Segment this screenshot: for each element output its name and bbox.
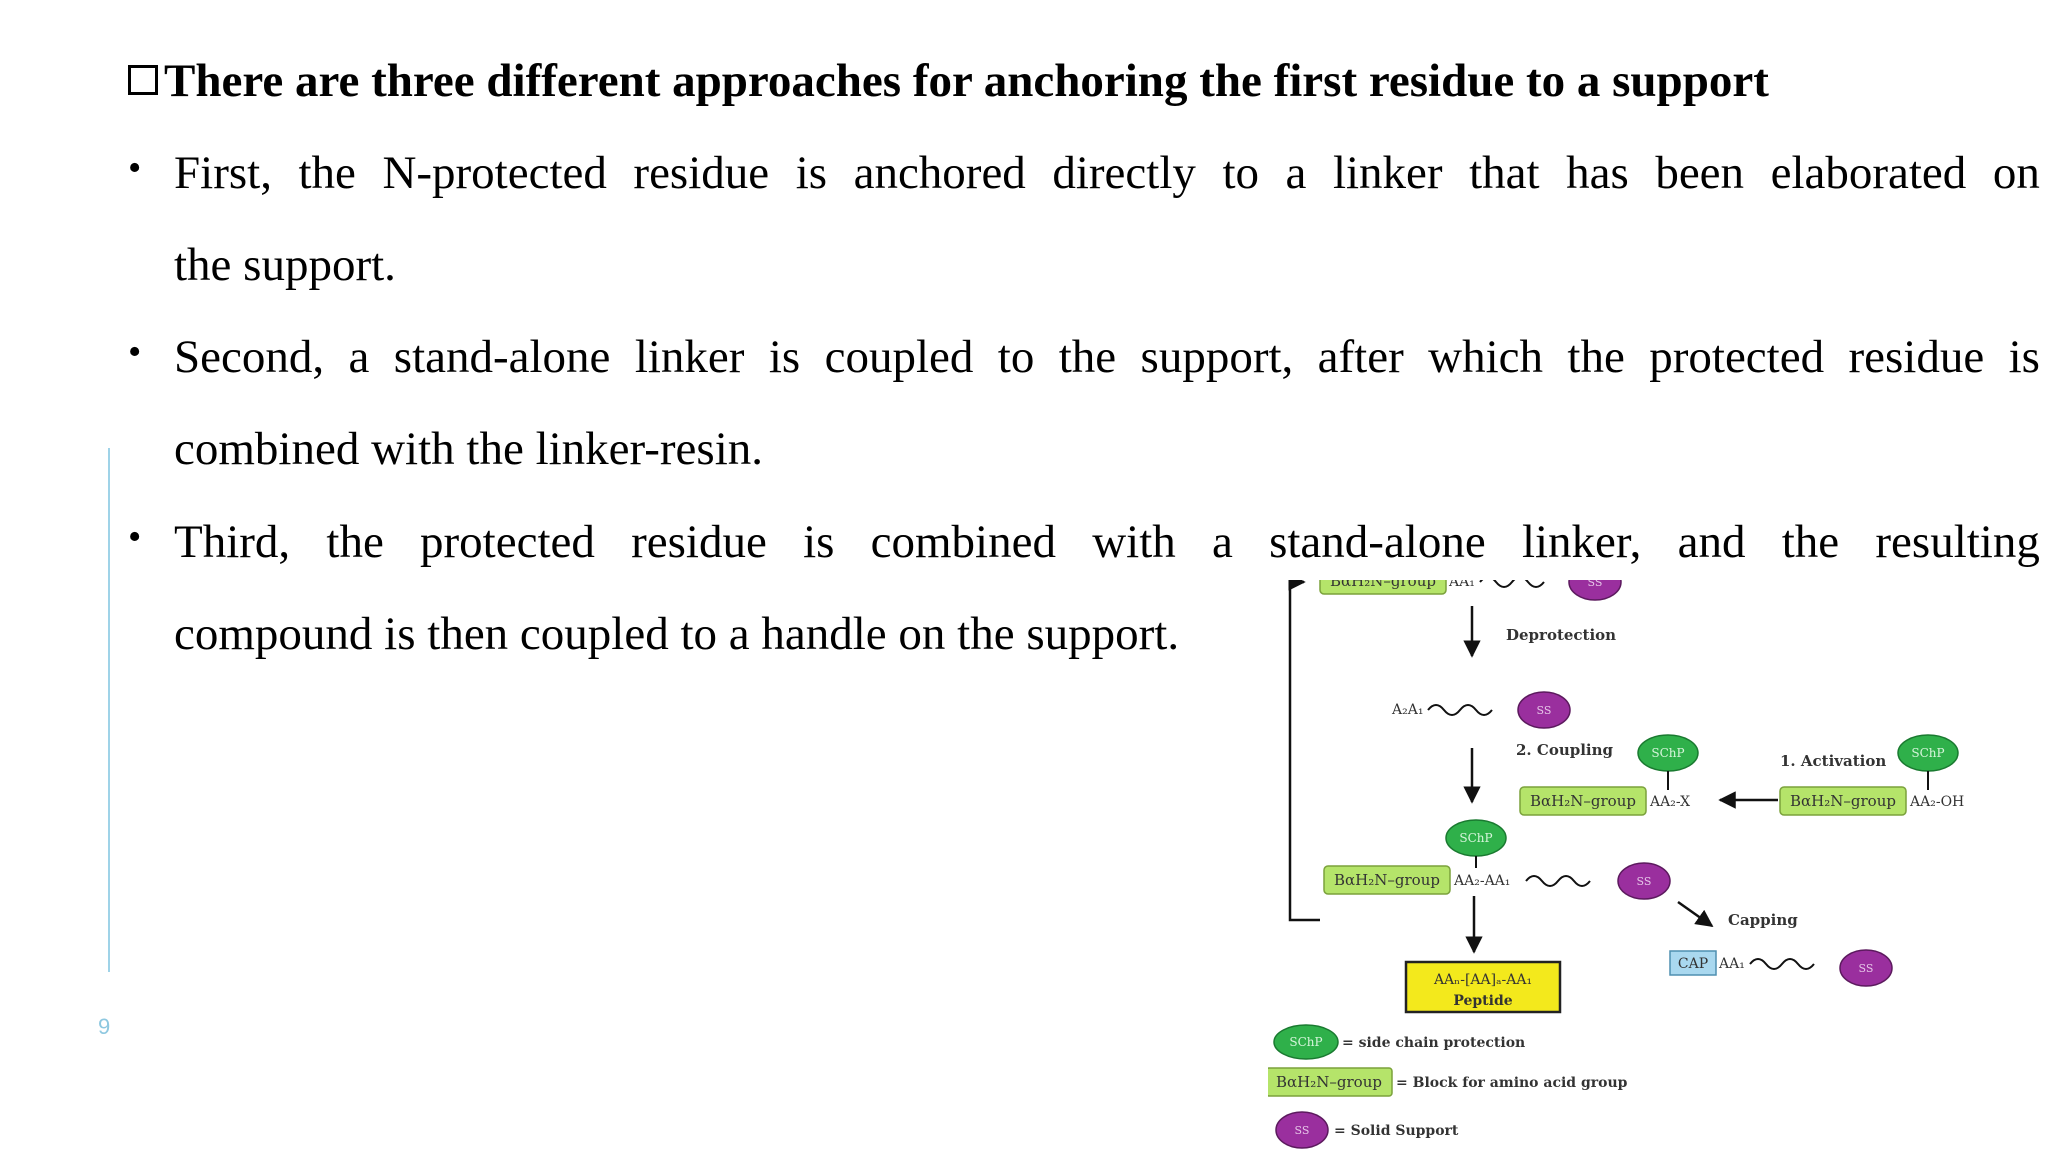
bullet-word: on xyxy=(1992,147,2040,199)
bullet-word: after xyxy=(1317,331,1404,383)
bullet-word: linker xyxy=(634,331,745,383)
bullet-word: the xyxy=(326,516,384,568)
bullet-word: is xyxy=(2008,331,2040,383)
bullet-dot-icon: • xyxy=(128,147,142,189)
bullet-word: the xyxy=(298,147,356,199)
accent-line xyxy=(108,448,110,972)
bullet-word: is xyxy=(803,516,835,568)
aa2-aa1-label: AA₂-AA₁ xyxy=(1453,873,1510,889)
svg-text:SChP: SChP xyxy=(1459,831,1492,845)
block-group-label: BαH₂N–group xyxy=(1330,580,1436,590)
bullet-word: been xyxy=(1655,147,1745,199)
bullet-word: stand-alone xyxy=(1269,516,1486,568)
bullet-word: directly xyxy=(1052,147,1196,199)
bullet-word: a xyxy=(1285,147,1307,199)
svg-text:AA₁: AA₁ xyxy=(1718,956,1745,972)
bullet-word: residue xyxy=(1848,331,1985,383)
checkbox-bullet-icon xyxy=(128,65,158,95)
legend-schp-text: = side chain protection xyxy=(1342,1035,1525,1051)
solid-support-circle xyxy=(1568,580,1622,601)
bullet-word: to xyxy=(997,331,1035,383)
bullet-word: linker, xyxy=(1521,516,1642,568)
activation-label: 1. Activation xyxy=(1780,752,1886,770)
bullet-word: N-protected xyxy=(382,147,607,199)
svg-text:SS: SS xyxy=(1537,704,1552,717)
bullet-word: the xyxy=(1781,516,1840,568)
bullet-word: with xyxy=(1092,516,1176,568)
bullet-word: is xyxy=(768,331,801,383)
svg-text:SChP: SChP xyxy=(1289,1035,1322,1049)
bullet-word: residue xyxy=(631,516,767,568)
svg-text:SS: SS xyxy=(1588,580,1603,589)
solid-phase-synthesis-diagram: BαH₂N–group AA₁ SS Deprotection A₂A₁ SS … xyxy=(1268,580,1964,1149)
legend-block-text: = Block for amino acid group xyxy=(1396,1075,1628,1091)
bullet-word: the xyxy=(1567,331,1625,383)
capping-label: Capping xyxy=(1728,911,1798,929)
slide-heading: There are three different approaches for… xyxy=(128,54,1769,108)
svg-text:SChP: SChP xyxy=(1911,746,1944,760)
bullet-dot-icon: • xyxy=(128,331,142,373)
bullet-word: resulting xyxy=(1875,516,2040,568)
bullet-word: combined xyxy=(870,516,1056,568)
deprotection-label: Deprotection xyxy=(1506,626,1616,644)
svg-text:Peptide: Peptide xyxy=(1453,993,1512,1009)
peptide-box xyxy=(1404,960,1562,1014)
bullet-word: has xyxy=(1566,147,1629,199)
svg-text:BαH₂N–group: BαH₂N–group xyxy=(1334,871,1440,889)
bullet-word: Third, xyxy=(174,516,291,568)
bullet-word: that xyxy=(1469,147,1540,199)
bullet-word: protected xyxy=(1649,331,1825,383)
legend-ss-icon xyxy=(1275,1111,1329,1149)
aa2-oh-label: AA₂-OH xyxy=(1909,794,1964,810)
bullet-word: coupled xyxy=(824,331,974,383)
svg-text:SS: SS xyxy=(1859,962,1874,975)
bullet-word: support, xyxy=(1140,331,1294,383)
bullet-word: residue xyxy=(633,147,770,199)
heading-text: There are three different approaches for… xyxy=(164,55,1769,107)
bullet-word: elaborated xyxy=(1770,147,1967,199)
bullet-word: First, xyxy=(174,147,272,199)
a2a1-label: A₂A₁ xyxy=(1391,702,1423,718)
page-number: 9 xyxy=(98,1014,111,1039)
legend-schp-icon xyxy=(1273,1024,1339,1060)
bullet-word: linker xyxy=(1332,147,1443,199)
svg-text:CAP: CAP xyxy=(1678,956,1708,972)
svg-text:BαH₂N–group: BαH₂N–group xyxy=(1790,792,1896,810)
bullet-line-continued: compound is then coupled to a handle on … xyxy=(174,608,1180,660)
svg-text:BαH₂N–group: BαH₂N–group xyxy=(1276,1073,1382,1091)
bullet-word: to xyxy=(1222,147,1259,199)
aa1-label: AA₁ xyxy=(1448,580,1475,590)
bullet-word: Second, xyxy=(174,331,325,383)
bullet-dot-icon: • xyxy=(128,516,142,558)
bullet-word: a xyxy=(348,331,370,383)
bullet-word: the xyxy=(1058,331,1117,383)
bullet-word: stand-alone xyxy=(393,331,611,383)
legend-block-icon xyxy=(1268,1067,1393,1097)
svg-text:SChP: SChP xyxy=(1651,746,1684,760)
loop-arrow xyxy=(1288,580,1320,922)
aa2-x-label: AA₂-X xyxy=(1649,794,1690,810)
bullet-word: a xyxy=(1211,516,1233,568)
cap-box xyxy=(1669,950,1717,976)
block-group-box xyxy=(1319,580,1447,595)
bullet-word: which xyxy=(1428,331,1544,383)
bullet-word: is xyxy=(795,147,828,199)
svg-text:BαH₂N–group: BαH₂N–group xyxy=(1530,792,1636,810)
bullet-line-continued: combined with the linker-resin. xyxy=(174,423,764,475)
bullet-word: and xyxy=(1677,516,1746,568)
svg-text:SS: SS xyxy=(1637,875,1652,888)
coupling-label: 2. Coupling xyxy=(1516,741,1614,759)
bullet-word: anchored xyxy=(853,147,1026,199)
bullet-line: First, the N-protected residue is anchored dir… xyxy=(174,146,2040,200)
bullet-line-continued: the support. xyxy=(174,239,396,291)
svg-text:SS: SS xyxy=(1295,1124,1310,1137)
svg-text:AAₙ-[AA]ₐ-AA₁: AAₙ-[AA]ₐ-AA₁ xyxy=(1433,972,1532,988)
legend-ss-text: = Solid Support xyxy=(1334,1123,1459,1139)
bullet-word: protected xyxy=(420,516,595,568)
